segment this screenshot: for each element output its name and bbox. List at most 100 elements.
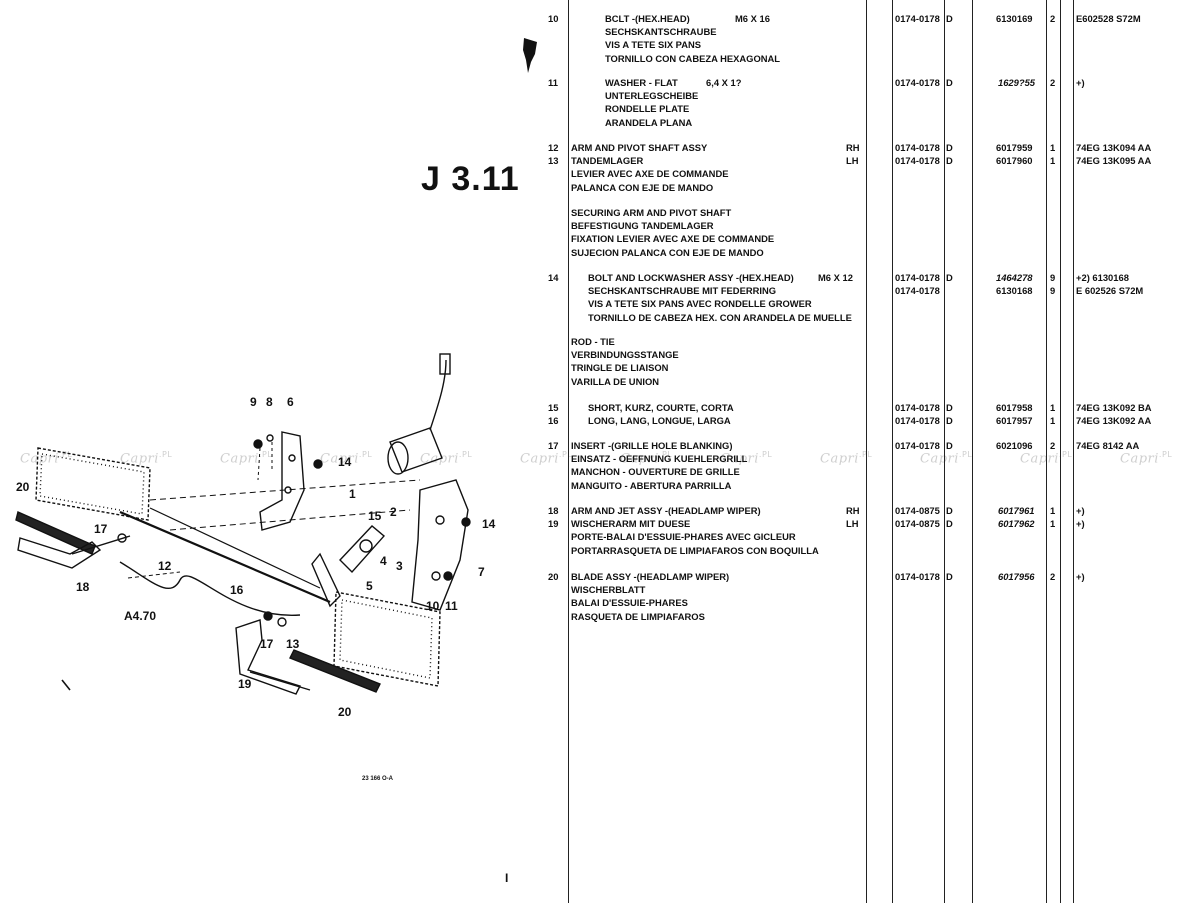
diagram-callout: 20: [338, 705, 352, 719]
watermark: Capri.PL: [1020, 450, 1073, 467]
code: D: [946, 440, 953, 451]
diagram-ref-code: 23 166 O-A: [362, 776, 394, 782]
diagram-callout: 18: [76, 580, 90, 594]
page-footer-number: I: [505, 871, 509, 885]
code: D: [946, 13, 953, 24]
diagram-callout: 17: [94, 522, 108, 536]
part-spec: M6 X 12: [818, 272, 853, 283]
quantity: 2: [1050, 77, 1056, 88]
diagram-callout: 14: [482, 517, 496, 531]
note: 74EG 8142 AA: [1076, 440, 1140, 451]
watermark: Capri.PL: [20, 450, 73, 467]
diagram-callout: 9: [250, 395, 257, 409]
table-row: 11: [548, 77, 558, 88]
column-rule: [568, 0, 569, 903]
side: RH LH: [846, 142, 860, 167]
date-range: 0174-0178: [895, 440, 940, 451]
column-rule: [1073, 0, 1074, 903]
diagram-callout: 7: [478, 565, 485, 579]
diagram-callout: 3: [396, 559, 403, 573]
table-row: 12 13: [548, 142, 559, 167]
diagram-callout: 6: [287, 395, 294, 409]
diagram-callout: 2: [390, 505, 397, 519]
quantity: 2: [1050, 440, 1056, 451]
part-number: 1629?55: [998, 77, 1036, 88]
diagram-callout: 10: [426, 599, 440, 613]
diagram-callout: 5: [366, 579, 373, 593]
part-description: INSERT -(GRILLE HOLE BLANKING)EINSATZ - …: [571, 440, 748, 491]
watermark: Capri.PL: [820, 450, 873, 467]
part-spec: M6 X 16: [735, 13, 770, 24]
table-row: 14: [548, 272, 559, 283]
side: RH LH: [846, 505, 860, 530]
diagram-callout: 12: [158, 559, 172, 573]
exploded-view-diagram: 9 8 6 14 20 17 12 18 16 A4.70 17 13 19 2…: [15, 353, 496, 782]
diagram-callout: 16: [230, 583, 244, 597]
diagram-callout: 15: [368, 509, 382, 523]
code: D: [946, 571, 953, 582]
watermark: Capri.PL: [520, 450, 573, 467]
page-title: J 3.11: [421, 160, 520, 198]
column-rule: [866, 0, 867, 903]
diagram-callout: 14: [338, 455, 352, 469]
column-rule: [972, 0, 973, 903]
diagram-callout: A4.70: [124, 609, 156, 623]
watermark: Capri.PL: [920, 450, 973, 467]
quantity: 2: [1050, 13, 1056, 24]
part-number: 6130169: [996, 13, 1033, 24]
table-row: 15 16: [548, 402, 559, 427]
watermark: Capri.PL: [720, 450, 773, 467]
diagram-callout: 13: [286, 637, 300, 651]
part-description: BOLT AND LOCKWASHER ASSY -(HEX.HEAD)SECH…: [588, 272, 852, 323]
part-spec: 6,4 X 1?: [706, 77, 742, 88]
watermark: Capri.PL: [220, 450, 273, 467]
note: +): [1076, 571, 1085, 582]
watermark: Capri.PL: [120, 450, 173, 467]
diagram-callout: 8: [266, 395, 273, 409]
diagram-callout: 20: [16, 480, 30, 494]
part-description: BLADE ASSY -(HEADLAMP WIPER)WISCHERBLATT…: [571, 571, 730, 622]
date-range: 0174-0178: [895, 13, 940, 24]
date-range: 0174-0178: [895, 77, 940, 88]
quantity: 2: [1050, 571, 1056, 582]
part-description: ARM AND JET ASSY -(HEADLAMP WIPER)WISCHE…: [571, 505, 819, 556]
diagram-callout: 11: [445, 599, 458, 613]
note: +): [1076, 77, 1085, 88]
table-row: 20: [548, 571, 559, 582]
diagram-callout: 17: [260, 637, 274, 651]
date-range: 0174-0178: [895, 571, 940, 582]
note: +)+): [1076, 505, 1085, 530]
note: E602528 S72M: [1076, 13, 1141, 24]
table-row: 17: [548, 440, 559, 451]
table-row: 10: [548, 13, 559, 24]
column-rule: [1046, 0, 1047, 903]
diagram-callout: 4: [380, 554, 387, 568]
watermark: Capri.PL: [320, 450, 373, 467]
part-number: 6021096: [996, 440, 1033, 451]
watermark: Capri.PL: [1120, 450, 1173, 467]
code: D: [946, 77, 953, 88]
